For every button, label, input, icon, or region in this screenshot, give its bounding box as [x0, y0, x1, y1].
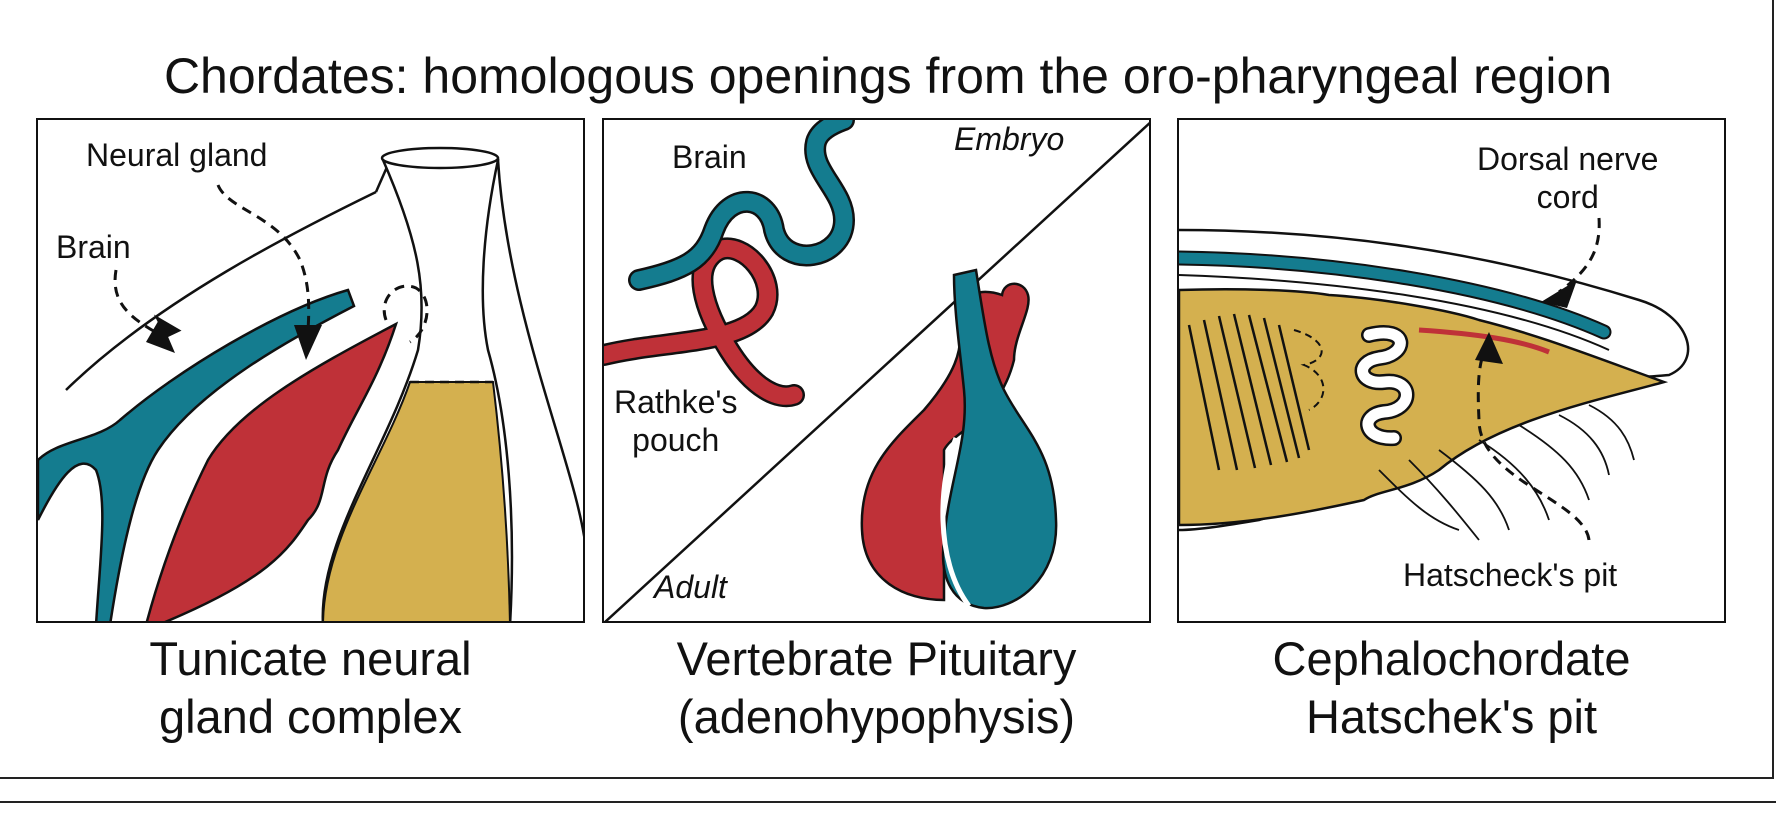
label-embryo: Embryo [954, 121, 1065, 157]
pharyngeal-gill-bars [1187, 313, 1311, 471]
brain-shape [38, 288, 356, 621]
label-adult: Adult [654, 569, 727, 605]
hatscheks-pit-shape [1418, 327, 1550, 355]
label-brain: Brain [56, 229, 131, 265]
label-hatscheks-pit: Hatscheck's pit [1403, 557, 1618, 593]
tunic-outline [65, 190, 377, 391]
wheel-organ [1357, 327, 1412, 444]
rathkes-pouch-shape [604, 240, 803, 405]
cephalochordate-illustration [1179, 217, 1690, 541]
dorsal-tubercle-loop [382, 284, 429, 344]
tunicate-panel: Neural gland Brain [36, 118, 585, 623]
label-embryo-brain: Brain [672, 139, 747, 175]
figure-frame [0, 0, 1774, 779]
diagonal-divider [604, 121, 1149, 621]
neural-gland-shape [145, 321, 399, 621]
label-dorsal-nerve-cord: Dorsal nerve cord [1477, 141, 1659, 215]
embryo-brain-shape [630, 120, 853, 289]
tunicate-illustration [38, 146, 583, 621]
label-rathkes-pouch: Rathke's pouch [614, 384, 738, 458]
label-neural-gland: Neural gland [86, 137, 268, 173]
dorsal-nerve-arrow [1558, 217, 1601, 294]
caption-cephalochordate: Cephalochordate Hatschek's pit [1272, 632, 1631, 743]
caption-tunicate: Tunicate neural gland complex [149, 632, 472, 743]
hatscheks-pit-arrow [1476, 345, 1591, 541]
oral-cirri [1378, 404, 1635, 541]
vertebrate-illustration [604, 120, 1149, 621]
neural-gland-arrow [216, 184, 311, 331]
brain-arrow [113, 269, 167, 340]
posterior-pituitary [941, 268, 1058, 610]
cephalochordate-panel: Dorsal nerve cord Hatscheck's pit [1177, 118, 1726, 623]
pharynx [322, 381, 511, 621]
siphon-opening [380, 146, 500, 170]
caption-vertebrate: Vertebrate Pituitary (adenohypophysis) [676, 632, 1077, 743]
dorsal-nerve-cord-shape [1179, 252, 1610, 338]
vertebrate-panel: Brain Embryo Rathke's pouch Adult [602, 118, 1151, 623]
page-title: Chordates: homologous openings from the … [163, 48, 1613, 104]
bottom-edge [0, 801, 1776, 813]
